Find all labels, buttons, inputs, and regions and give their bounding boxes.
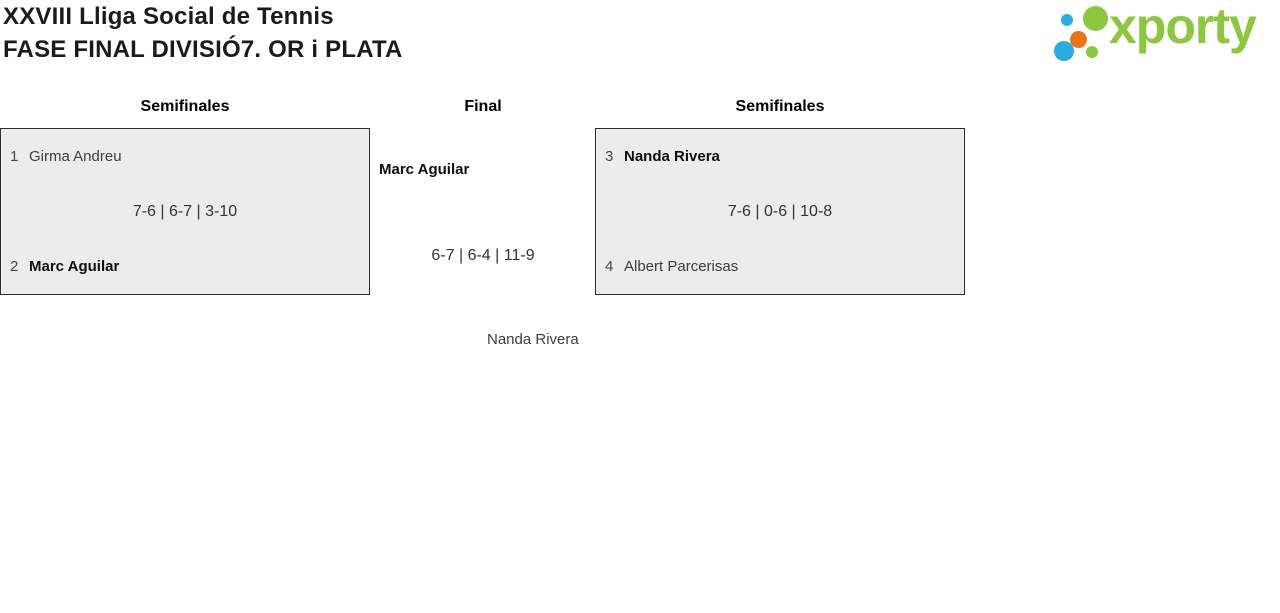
logo-dot-icon [1086, 46, 1098, 58]
final-player-1: Marc Aguilar [379, 161, 470, 178]
player-row: 4 Albert Parcerisas [605, 257, 955, 277]
round-header-semifinals-right: Semifinales [735, 98, 825, 115]
player-name: Nanda Rivera [624, 148, 720, 165]
logo-dot-icon [1054, 41, 1074, 61]
match-box-semifinal-right: 3 Nanda Rivera 7-6 | 0-6 | 10-8 4 Albert… [595, 128, 965, 295]
page-header: XXVIII Lliga Social de Tennis FASE FINAL… [3, 0, 403, 66]
logo-dot-icon [1061, 14, 1073, 26]
player-seed: 2 [10, 258, 19, 275]
logo-dot-icon [1083, 6, 1108, 31]
round-header-final: Final [464, 98, 502, 115]
player-seed: 3 [605, 148, 614, 165]
player-name: Marc Aguilar [29, 258, 120, 275]
xporty-logo: xporty [1045, 0, 1280, 70]
match-score: 7-6 | 6-7 | 3-10 [132, 203, 238, 220]
player-seed: 4 [605, 258, 614, 275]
player-row: 2 Marc Aguilar [10, 257, 360, 277]
final-score: 6-7 | 6-4 | 11-9 [431, 247, 535, 264]
page-title: XXVIII Lliga Social de Tennis [3, 3, 334, 30]
match-box-semifinal-left: 1 Girma Andreu 7-6 | 6-7 | 3-10 2 Marc A… [0, 128, 370, 295]
player-name: Girma Andreu [29, 148, 122, 165]
logo-wordmark: xporty [1109, 0, 1257, 54]
player-name: Albert Parcerisas [624, 258, 739, 275]
page-subtitle: FASE FINAL DIVISIÓ7. OR i PLATA [3, 36, 403, 63]
player-row: 1 Girma Andreu [10, 147, 360, 167]
logo-dot-icon [1070, 31, 1087, 48]
final-player-2: Nanda Rivera [487, 331, 579, 348]
player-row: 3 Nanda Rivera [605, 147, 955, 167]
player-seed: 1 [10, 148, 19, 165]
round-header-semifinals-left: Semifinales [140, 98, 230, 115]
match-score: 7-6 | 0-6 | 10-8 [727, 203, 833, 220]
